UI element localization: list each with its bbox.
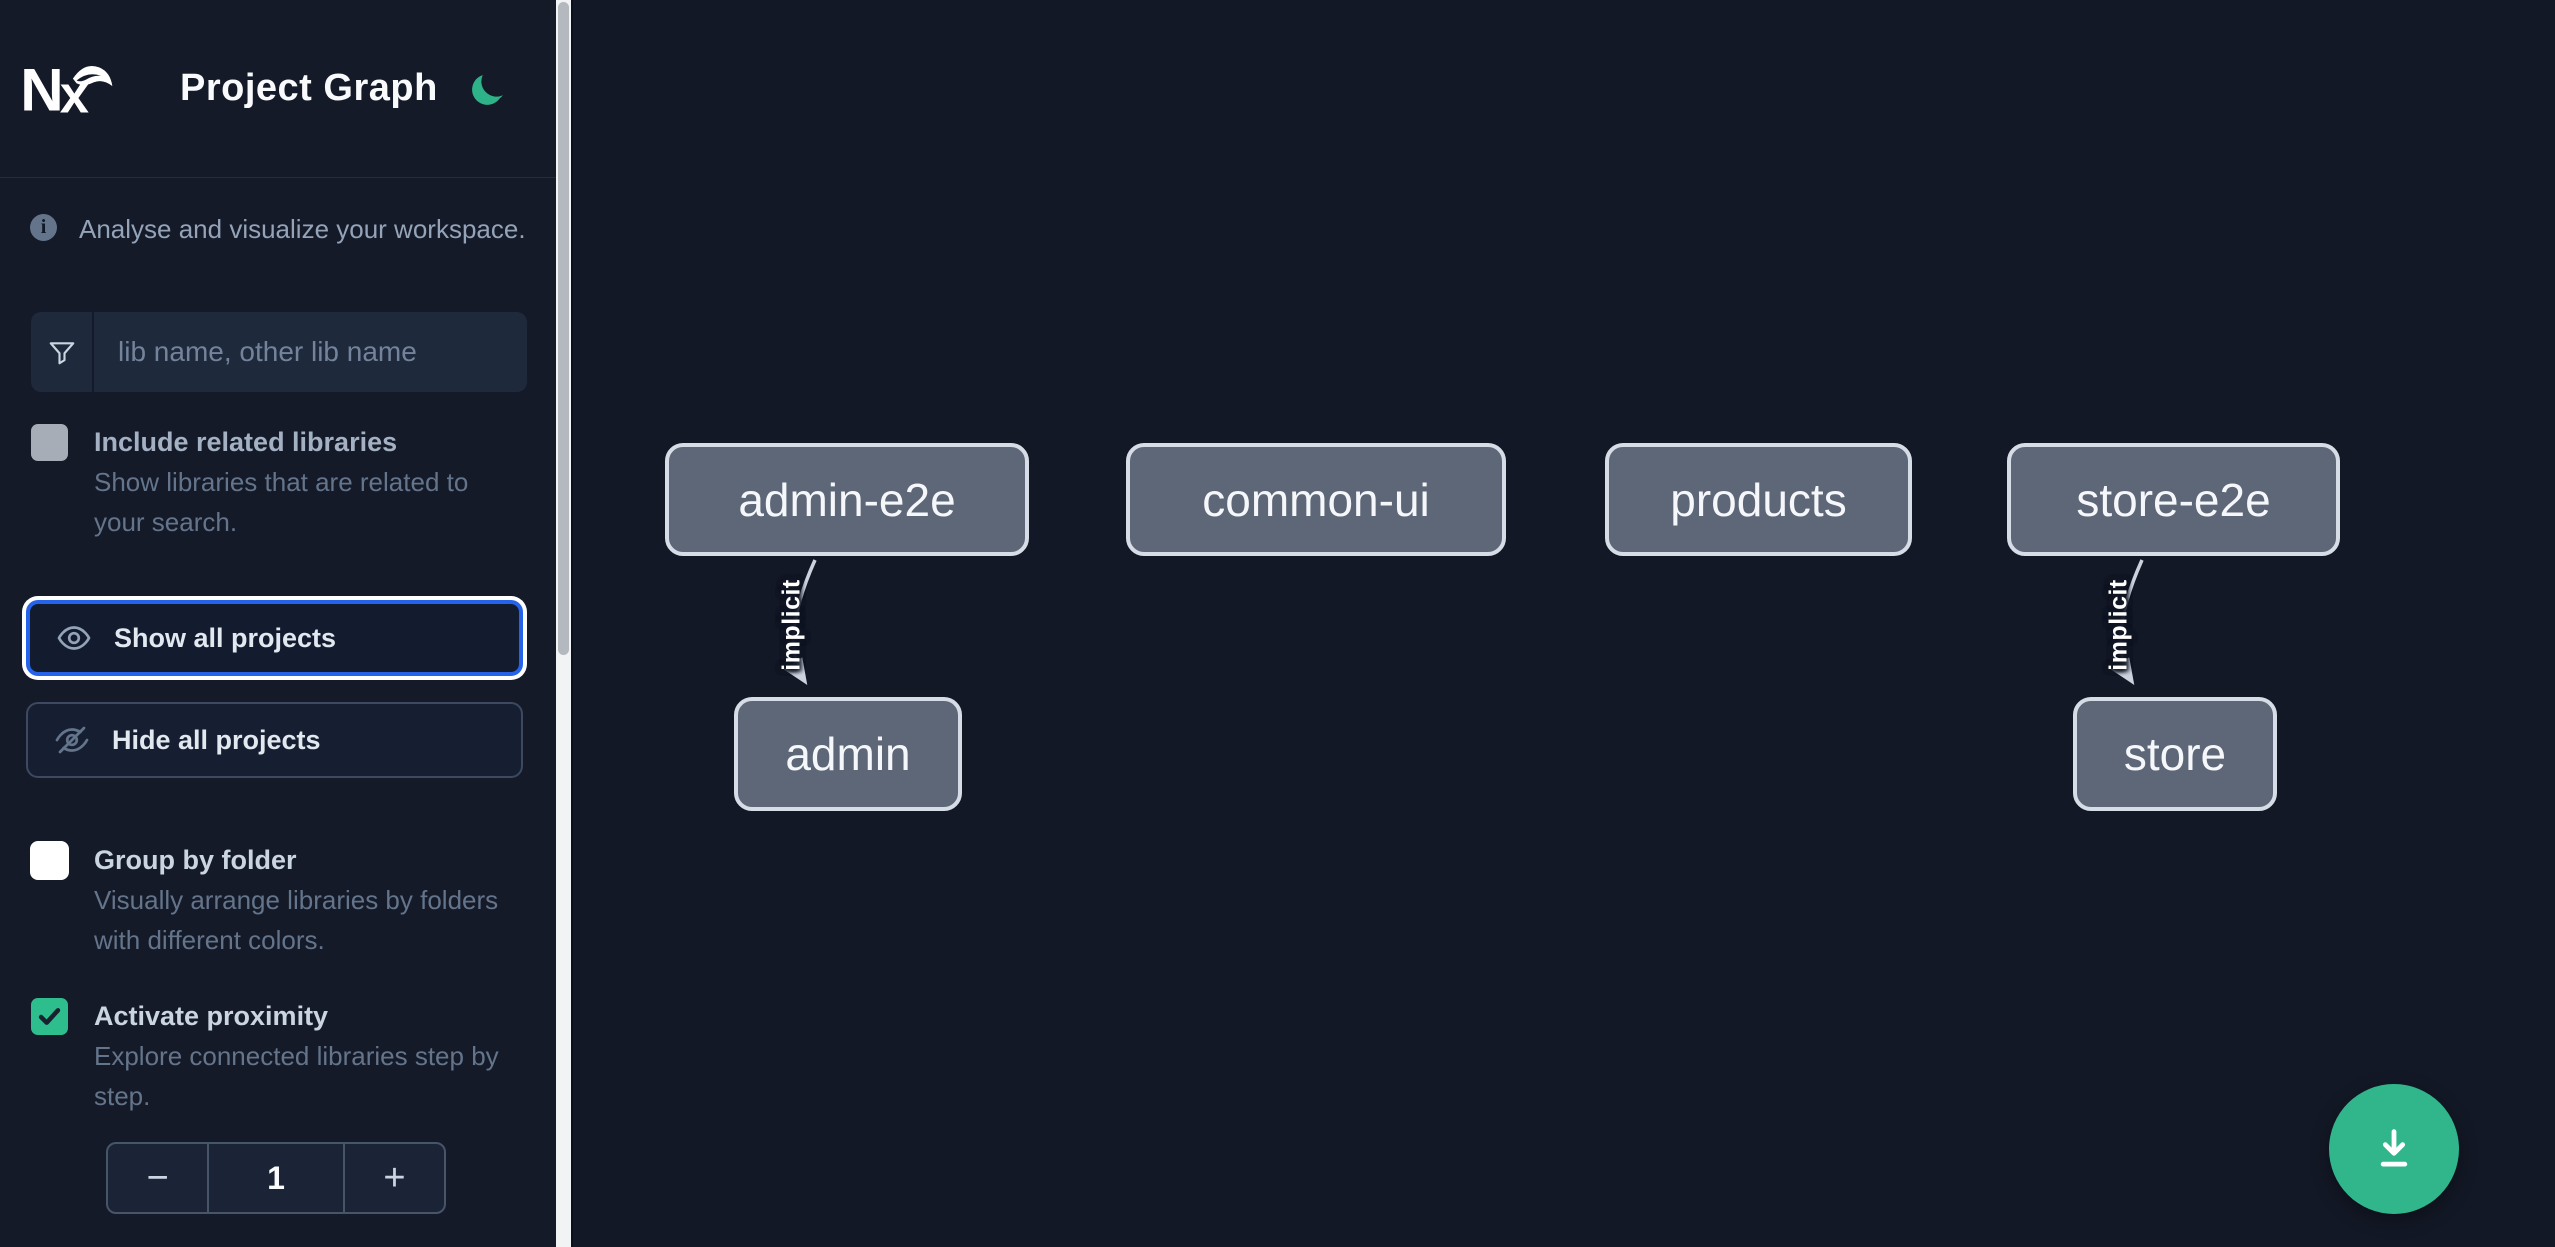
graph-node-admin[interactable]: admin	[734, 697, 962, 811]
toggle-label: Include related libraries	[94, 427, 398, 457]
show-all-projects-button[interactable]: Show all projects	[26, 600, 523, 676]
toggle-label: Activate proximity	[94, 1001, 329, 1031]
info-text: Analyse and visualize your workspace.	[79, 214, 526, 244]
filter-box	[31, 312, 527, 392]
sidebar-scrollbar-track[interactable]	[556, 0, 571, 1247]
eye-icon	[57, 626, 91, 650]
stepper-increment-button[interactable]: +	[345, 1144, 444, 1212]
toggle-description: Show libraries that are related to your …	[94, 467, 469, 537]
edge-label: implicit	[2104, 579, 2133, 671]
info-icon: i	[30, 214, 57, 241]
sidebar: N x Project Graph i Analyse and visualiz…	[0, 0, 556, 1247]
graph-node-admin-e2e[interactable]: admin-e2e	[665, 443, 1029, 556]
svg-text:N: N	[24, 58, 64, 120]
toggle-group-by-folder: Group by folder Visually arrange librari…	[31, 840, 501, 960]
stepper-value: 1	[207, 1144, 345, 1212]
nx-logo: N x	[24, 58, 113, 120]
group-by-folder-checkbox[interactable]	[31, 842, 68, 879]
page-title: Project Graph	[180, 67, 438, 109]
edge-label: implicit	[777, 579, 806, 671]
download-icon	[2380, 1129, 2408, 1167]
proximity-stepper: − 1 +	[106, 1142, 446, 1214]
check-icon	[38, 1008, 61, 1025]
toggle-description: Explore connected libraries step by step…	[94, 1041, 499, 1111]
toggle-activate-proximity: Activate proximity Explore connected lib…	[31, 996, 501, 1116]
toggle-description: Visually arrange libraries by folders wi…	[94, 885, 499, 955]
info-row: i Analyse and visualize your workspace.	[30, 212, 530, 246]
graph-edge-store-e2e-store	[2110, 559, 2144, 686]
include-related-checkbox[interactable]	[31, 424, 68, 461]
sidebar-header: N x Project Graph	[0, 0, 556, 178]
theme-toggle-button[interactable]	[466, 66, 512, 112]
save-image-button[interactable]	[2329, 1084, 2459, 1214]
graph-node-products[interactable]: products	[1605, 443, 1912, 556]
graph-edges	[783, 559, 2144, 686]
moon-icon	[471, 74, 503, 105]
graph-node-common-ui[interactable]: common-ui	[1126, 443, 1506, 556]
eye-off-icon	[55, 726, 89, 754]
funnel-icon	[31, 312, 94, 392]
graph-canvas[interactable]: admin-e2e common-ui products store-e2e admin…	[571, 0, 2555, 1247]
filter-input[interactable]	[94, 312, 527, 392]
graph-node-store[interactable]: store	[2073, 697, 2277, 811]
button-label: Hide all projects	[112, 724, 321, 755]
toggle-label: Group by folder	[94, 845, 297, 875]
toggle-include-related: Include related libraries Show libraries…	[31, 422, 501, 542]
stepper-decrement-button[interactable]: −	[108, 1144, 207, 1212]
sidebar-scrollbar-thumb[interactable]	[558, 2, 569, 655]
graph-node-store-e2e[interactable]: store-e2e	[2007, 443, 2340, 556]
graph-edge-admin-e2e-admin	[783, 559, 817, 686]
hide-all-projects-button[interactable]: Hide all projects	[26, 702, 523, 778]
button-label: Show all projects	[114, 622, 337, 653]
activate-proximity-checkbox[interactable]	[31, 998, 68, 1035]
